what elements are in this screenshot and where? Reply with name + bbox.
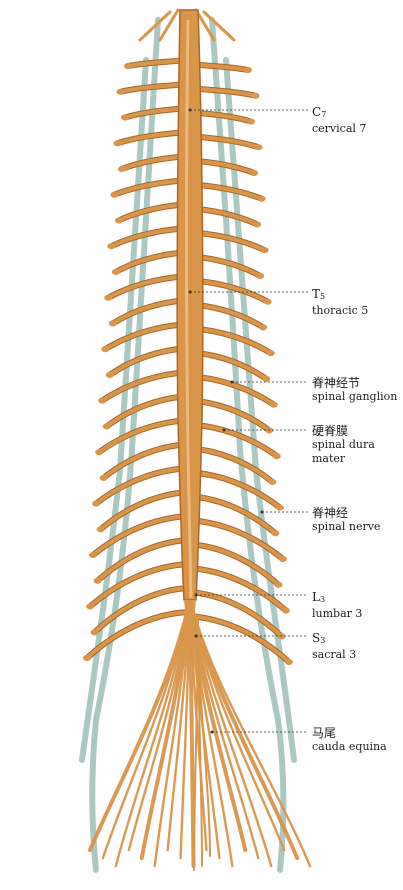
ganglion-node bbox=[101, 346, 110, 353]
label-l3: L3 lumbar 3 bbox=[312, 590, 363, 620]
filum-fiber bbox=[197, 619, 211, 857]
leader-dot bbox=[222, 428, 226, 432]
ganglion-node bbox=[114, 217, 123, 224]
nerve-branch bbox=[95, 538, 190, 583]
conus-medullaris bbox=[184, 600, 196, 660]
ganglion-node bbox=[117, 165, 126, 172]
vessel-path bbox=[209, 17, 287, 873]
ganglion-node bbox=[278, 556, 287, 563]
ganglion-node bbox=[108, 320, 117, 327]
root-branch bbox=[138, 10, 172, 42]
ganglion-node bbox=[274, 581, 283, 588]
root-branch bbox=[158, 8, 180, 42]
nerve-branch bbox=[85, 610, 190, 660]
ganglion-node bbox=[124, 63, 132, 69]
nerve-branch bbox=[186, 590, 284, 639]
nerve-branch bbox=[101, 442, 190, 480]
ganglion-node bbox=[113, 140, 122, 147]
cauda-fiber bbox=[188, 598, 312, 868]
ganglion-node bbox=[105, 371, 114, 378]
leader-dot bbox=[188, 290, 192, 294]
ganglion-node bbox=[110, 191, 119, 198]
label-cauda-equina: 马尾 cauda equina bbox=[312, 726, 387, 753]
ganglion-node bbox=[247, 118, 256, 125]
ganglion-node bbox=[259, 324, 268, 331]
leader-dot bbox=[188, 108, 192, 112]
nerve-branch bbox=[98, 490, 190, 532]
ganglion-node bbox=[96, 526, 105, 533]
ganglion-node bbox=[271, 530, 280, 537]
ganglion-node bbox=[120, 114, 129, 121]
ganglion-node bbox=[256, 272, 265, 279]
ganglion-node bbox=[257, 195, 266, 202]
ganglion-node bbox=[116, 88, 125, 95]
ganglion-node bbox=[251, 92, 260, 99]
ganglion-node bbox=[266, 350, 275, 357]
nerve-branch bbox=[91, 514, 190, 558]
ganglion-node bbox=[262, 375, 271, 382]
ganglion-node bbox=[272, 453, 281, 460]
ganglion-node bbox=[281, 607, 290, 614]
vessel-path bbox=[223, 57, 297, 763]
nerve-branch bbox=[92, 586, 190, 635]
ganglion-node bbox=[253, 221, 262, 228]
ganglion-node bbox=[83, 655, 91, 661]
label-c7: C7 cervical 7 bbox=[312, 105, 367, 135]
label-t5: T5 thoracic 5 bbox=[312, 287, 369, 317]
ganglion-node bbox=[254, 144, 263, 151]
label-s3: S3 sacral 3 bbox=[312, 631, 357, 661]
vessel-path bbox=[79, 57, 149, 763]
nerve-branch-shadow bbox=[105, 273, 191, 301]
root-branch bbox=[194, 8, 216, 42]
ganglion-node bbox=[250, 169, 259, 176]
nerve-branch bbox=[94, 466, 190, 506]
ganglion-node bbox=[98, 397, 107, 404]
label-spinal-dura-mater: 硬脊膜 spinal dura mater bbox=[312, 424, 375, 465]
nerve-layer bbox=[83, 8, 312, 871]
ganglion-node bbox=[263, 298, 272, 305]
ganglion-node bbox=[104, 294, 113, 301]
ganglion-node bbox=[93, 577, 102, 584]
ganglion-node bbox=[269, 401, 278, 408]
leader-dot bbox=[194, 593, 198, 597]
ganglion-node bbox=[99, 474, 108, 481]
leader-dot bbox=[194, 634, 198, 638]
leader-dot bbox=[260, 510, 264, 514]
ganglion-node bbox=[260, 247, 269, 254]
ganglion-node bbox=[102, 423, 111, 430]
root-branch bbox=[202, 10, 236, 42]
label-spinal-nerve: 脊神经 spinal nerve bbox=[312, 506, 381, 533]
leader-lines bbox=[188, 108, 308, 734]
nerve-branch bbox=[186, 566, 288, 613]
label-spinal-ganglion: 脊神经节 spinal ganglion bbox=[312, 376, 398, 403]
ganglion-node bbox=[86, 603, 95, 610]
ganglion-node bbox=[285, 659, 293, 665]
vessel-path bbox=[89, 17, 161, 873]
nerve-branch-shadow bbox=[100, 441, 191, 481]
nerve-branch-shadow bbox=[102, 321, 191, 353]
nerve-branch bbox=[186, 614, 291, 664]
leader-dot bbox=[230, 380, 234, 384]
ganglion-node bbox=[95, 449, 104, 456]
ganglion-node bbox=[107, 243, 116, 250]
spinal-cord-highlight bbox=[185, 19, 193, 599]
spinal-cord bbox=[176, 9, 204, 660]
ganglion-node bbox=[244, 67, 252, 73]
ganglion-node bbox=[89, 552, 98, 559]
ganglion-node bbox=[111, 268, 120, 275]
nerve-branch bbox=[88, 562, 190, 609]
ganglion-node bbox=[92, 500, 101, 507]
ganglion-node bbox=[268, 478, 277, 485]
ganglion-node bbox=[275, 504, 284, 511]
ganglion-node bbox=[90, 629, 99, 636]
leader-dot bbox=[210, 730, 214, 734]
